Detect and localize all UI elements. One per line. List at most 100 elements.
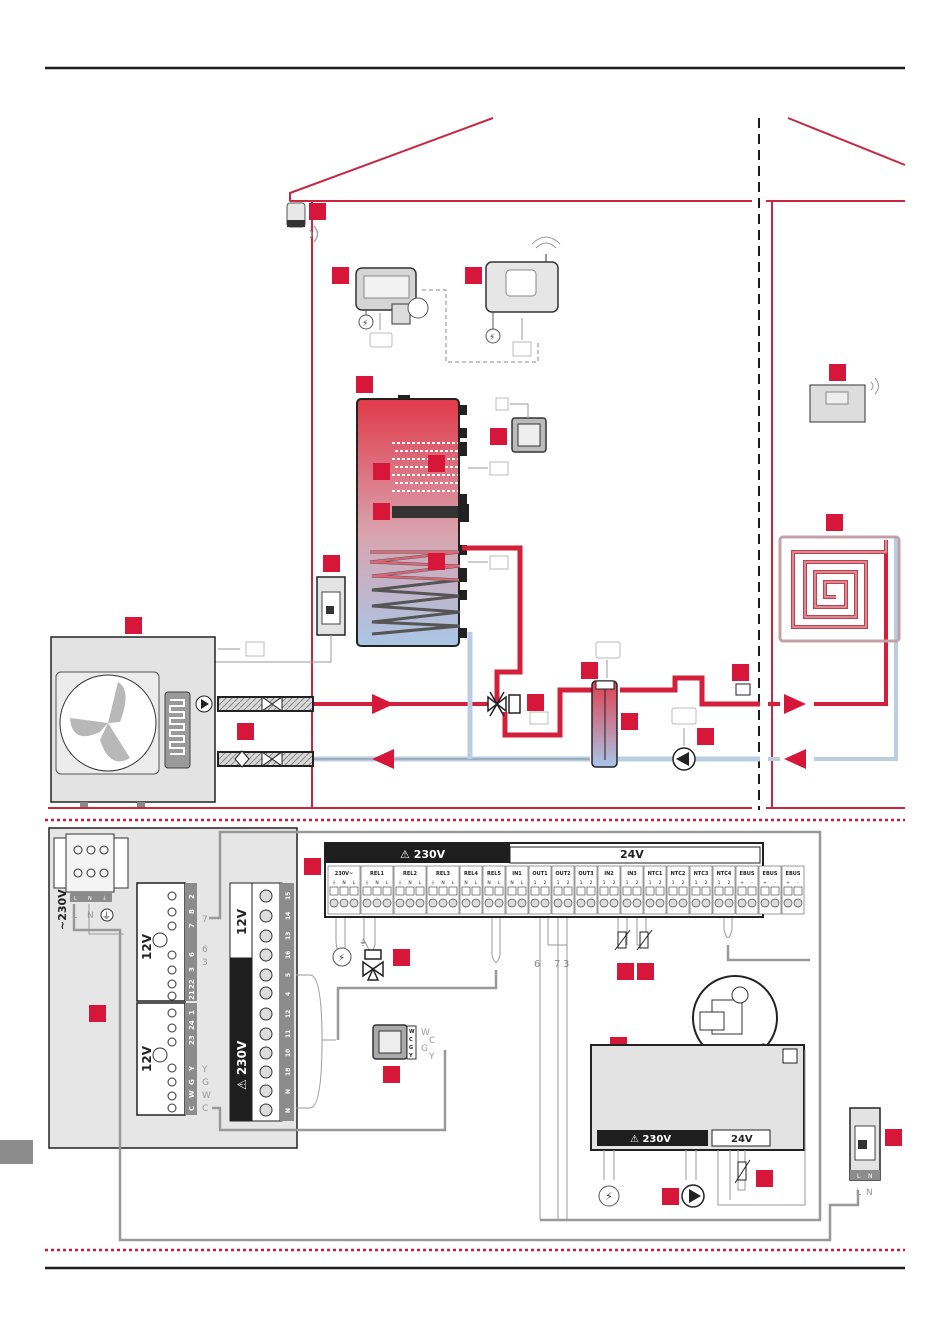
marker xyxy=(581,662,598,679)
terminal-screw xyxy=(471,898,481,908)
svg-text:2: 2 xyxy=(188,894,196,899)
terminal-slot xyxy=(428,886,438,896)
sensor-box xyxy=(529,711,549,725)
terminal-screw xyxy=(747,898,757,908)
board-a-terminal-labels: 2 8 7 6 3 22 21 xyxy=(188,894,196,1000)
terminal-name: IN1 xyxy=(512,871,522,877)
terminal-name: REL4 xyxy=(464,871,478,877)
svg-text:16: 16 xyxy=(285,951,292,959)
terminal-slot xyxy=(783,886,793,896)
marker xyxy=(393,949,410,966)
svg-text:3: 3 xyxy=(188,967,196,972)
marker xyxy=(428,553,445,570)
terminal-slot xyxy=(724,886,734,896)
pin-label: 2 xyxy=(567,880,570,886)
ground-icon: ⏚ xyxy=(359,938,367,947)
terminal-screw xyxy=(655,898,665,908)
terminal-name: REL3 xyxy=(436,871,450,877)
terminal-screw xyxy=(645,898,655,908)
pin-label: 2 xyxy=(682,880,685,886)
marker xyxy=(490,428,507,445)
ground-icon xyxy=(100,908,114,922)
pin-label: N xyxy=(487,880,490,886)
terminal-slot xyxy=(415,886,425,896)
terminal-screw xyxy=(461,898,471,908)
pin-label: ⏚ xyxy=(398,879,403,886)
terminal-slot xyxy=(632,886,642,896)
module-lv-bar xyxy=(711,1129,771,1147)
terminal-slot xyxy=(484,886,494,896)
pin-label: 1 xyxy=(672,880,675,886)
svg-text:6: 6 xyxy=(202,945,208,955)
thermostat-pin-labels: W C G Y xyxy=(408,1029,415,1059)
power-icon: ⚡ xyxy=(362,319,368,329)
marker xyxy=(621,713,638,730)
pin-label: L xyxy=(74,896,77,902)
board-b-terminal-labels: 1 24 23 Y G W C xyxy=(188,1010,196,1111)
system-control-unit xyxy=(485,236,561,357)
marker xyxy=(237,723,254,740)
terminal-screw xyxy=(395,898,405,908)
wire xyxy=(209,830,822,1222)
svg-text:G: G xyxy=(202,1078,209,1088)
terminal-group-ntc2: NTC2 1 2 xyxy=(666,865,690,915)
pin-label: ⏚ xyxy=(431,879,436,886)
terminal-screw xyxy=(553,898,563,908)
svg-text:15: 15 xyxy=(285,892,292,900)
svg-text:N: N xyxy=(285,1108,292,1113)
marker xyxy=(697,728,714,745)
pin-label: N xyxy=(88,896,92,902)
terminal-slot xyxy=(517,886,527,896)
board-b-wire-labels: Y G W C xyxy=(201,1065,211,1114)
terminal-slot xyxy=(770,886,780,896)
terminal-group-ebus: EBUS+- xyxy=(758,865,782,915)
pin-label: + xyxy=(763,880,767,886)
svg-text:G: G xyxy=(188,1079,196,1085)
marker xyxy=(637,963,654,980)
flow-arrow-left xyxy=(784,749,806,769)
svg-text:21: 21 xyxy=(188,990,196,1000)
terminal-name: NTC3 xyxy=(694,871,709,877)
pin-label: L xyxy=(353,880,356,886)
svg-text:23: 23 xyxy=(188,1035,196,1045)
terminal-name: REL2 xyxy=(403,871,417,877)
marker xyxy=(826,514,843,531)
terminal-screw xyxy=(372,898,382,908)
marker xyxy=(829,364,846,381)
pin-label: N xyxy=(510,880,513,886)
terminal-slot xyxy=(747,886,757,896)
board-a-wire-labels: 7 6 3 xyxy=(202,915,208,968)
terminal-screw xyxy=(540,898,550,908)
svg-text:Y: Y xyxy=(428,1052,435,1062)
terminal-screw xyxy=(783,898,793,908)
terminal-slot xyxy=(553,886,563,896)
pin-label: - xyxy=(797,881,799,886)
lv-section-header: 24V xyxy=(620,848,644,861)
svg-text:C: C xyxy=(202,1104,208,1114)
pin-label: L xyxy=(521,880,524,886)
mixing-valve-actuator xyxy=(362,949,384,981)
terminal-slot xyxy=(530,886,540,896)
svg-text:Y: Y xyxy=(408,1053,413,1059)
terminal-screw xyxy=(448,898,458,908)
pin-label: 1 xyxy=(649,880,652,886)
terminal-screw xyxy=(586,898,596,908)
board-voltage-label: 12V xyxy=(140,933,154,960)
pin-label: L xyxy=(498,880,501,886)
marker xyxy=(373,463,390,480)
marker xyxy=(356,376,373,393)
terminal-slot xyxy=(372,886,382,896)
pin-label: 1 xyxy=(603,880,606,886)
terminal-slot xyxy=(691,886,701,896)
terminal-name: NTC2 xyxy=(671,871,686,877)
svg-text:C: C xyxy=(188,1106,196,1111)
marker xyxy=(125,617,142,634)
board-voltage-label: 12V xyxy=(140,1045,154,1072)
wire xyxy=(212,1050,447,1132)
svg-text:24: 24 xyxy=(188,1020,196,1030)
svg-text:C: C xyxy=(409,1037,413,1043)
pin-label: N xyxy=(375,880,378,886)
terminal-screw xyxy=(599,898,609,908)
